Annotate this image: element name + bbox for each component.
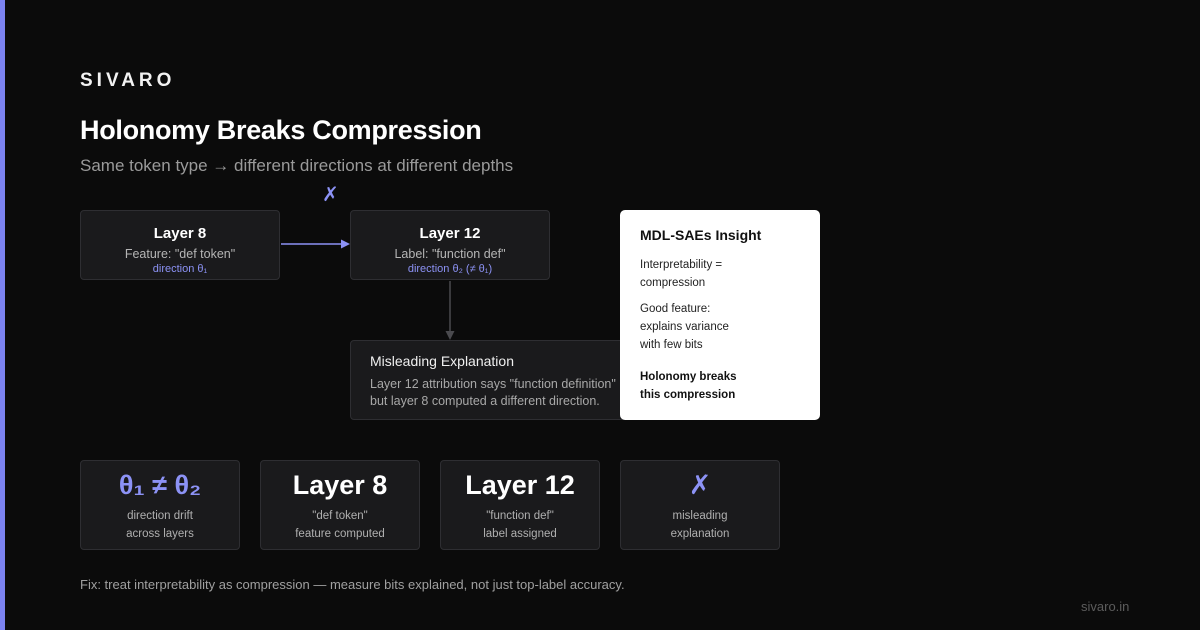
cross-mark-icon: ✗ (322, 184, 339, 206)
accent-bar (0, 0, 5, 630)
stat-card-misleading: ✗ misleading explanation (620, 460, 780, 550)
stat-card-direction-drift: θ₁ ≠ θ₂ direction drift across layers (80, 460, 240, 550)
layer12-label: Label: "function def" (394, 247, 506, 261)
page-title: Holonomy Breaks Compression (80, 115, 482, 145)
insight-point-1: Interpretability = compression (640, 259, 723, 289)
arrowhead-right (341, 239, 350, 249)
insight-card: MDL-SAEs Insight Interpretability = comp… (620, 210, 820, 420)
misleading-title: Misleading Explanation (370, 353, 514, 369)
page-subtitle: Same token type → different directions a… (80, 156, 514, 175)
arrowhead-down (445, 331, 455, 340)
misleading-line-2: but layer 8 computed a different directi… (370, 394, 600, 408)
footnote: Fix: treat interpretability as compressi… (80, 577, 625, 592)
insight-conclusion: Holonomy breaks this compression (640, 371, 737, 401)
layer12-direction: direction θ₂ (≠ θ₁) (407, 263, 493, 275)
layer8-node: Layer 8 Feature: "def token" direction θ… (80, 210, 280, 280)
stat-card-layer12: Layer 12 "function def" label assigned (440, 460, 600, 550)
stat-label: direction drift across layers (126, 510, 194, 540)
brand-logo: SIVARO (80, 70, 176, 91)
layer8-direction: direction θ₁ (152, 263, 208, 275)
stat-value: Layer 12 (465, 470, 575, 500)
stat-value-cross-icon: ✗ (688, 470, 712, 500)
misleading-explanation-node: Misleading Explanation Layer 12 attribut… (350, 340, 640, 420)
misleading-line-1: Layer 12 attribution says "function defi… (370, 377, 616, 391)
layer8-title: Layer 8 (153, 225, 207, 242)
layer8-label: Feature: "def token" (124, 247, 236, 261)
stat-label: misleading explanation (670, 510, 730, 540)
insight-point-2: Good feature: explains variance with few… (640, 303, 729, 351)
stat-label: "def token" feature computed (295, 510, 385, 540)
stat-card-layer8: Layer 8 "def token" feature computed (260, 460, 420, 550)
site-url: sivaro.in (1081, 599, 1130, 614)
stat-value: Layer 8 (292, 470, 388, 500)
insight-title: MDL-SAEs Insight (640, 227, 762, 243)
layer12-title: Layer 12 (419, 225, 481, 242)
layer12-node: Layer 12 Label: "function def" direction… (350, 210, 550, 280)
stat-value: θ₁ ≠ θ₂ (118, 470, 202, 500)
stat-label: "function def" label assigned (483, 510, 557, 540)
misleading-body: Layer 12 attribution says "function defi… (370, 376, 616, 410)
